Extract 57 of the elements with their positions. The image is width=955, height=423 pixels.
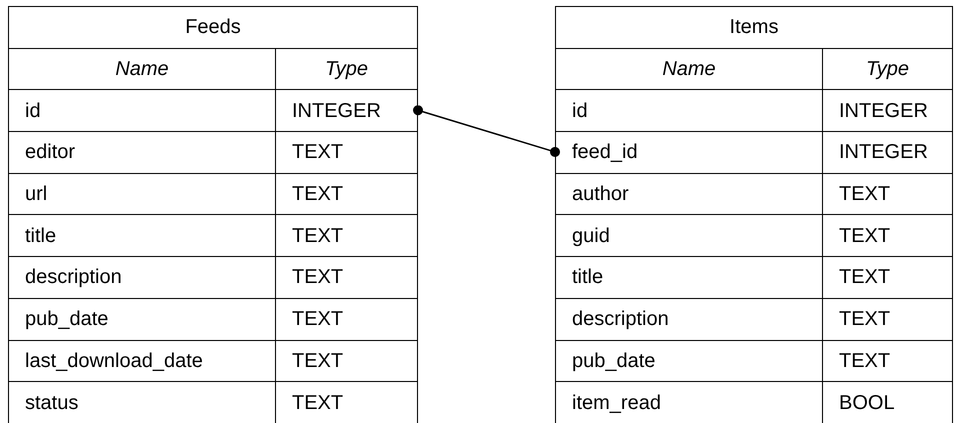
column-name: description bbox=[572, 307, 669, 332]
table-row bbox=[9, 298, 417, 340]
table-row bbox=[556, 132, 952, 174]
column-name: feed_id bbox=[572, 140, 638, 166]
column-type: BOOL bbox=[839, 390, 895, 416]
column-type: TEXT bbox=[292, 182, 344, 208]
column-header: Type bbox=[325, 57, 368, 82]
column-type: TEXT bbox=[292, 307, 344, 332]
column-type: TEXT bbox=[292, 265, 344, 290]
column-name: pub_date bbox=[25, 307, 108, 332]
column-name: title bbox=[572, 265, 604, 290]
table-row bbox=[556, 257, 952, 299]
column-type: TEXT bbox=[292, 348, 344, 374]
table-row bbox=[556, 215, 952, 258]
table-row bbox=[9, 257, 417, 299]
table-row bbox=[556, 90, 952, 132]
table-row bbox=[9, 174, 417, 216]
table-title: Items bbox=[730, 15, 778, 40]
table-row bbox=[556, 340, 952, 382]
column-name: status bbox=[25, 390, 78, 416]
column-type: TEXT bbox=[839, 265, 890, 290]
column-type: TEXT bbox=[292, 224, 344, 249]
table-row bbox=[556, 298, 952, 340]
column-name: title bbox=[25, 224, 56, 249]
table-title: Feeds bbox=[185, 15, 241, 40]
table-row bbox=[556, 174, 952, 216]
column-name: editor bbox=[25, 140, 76, 166]
column-header: Name bbox=[115, 57, 169, 82]
column-type: TEXT bbox=[839, 348, 890, 374]
table-row bbox=[9, 215, 417, 258]
column-name: item_read bbox=[572, 390, 661, 416]
column-type: INTEGER bbox=[839, 140, 928, 166]
column-type: TEXT bbox=[839, 224, 890, 249]
column-name: id bbox=[25, 98, 41, 124]
column-name: author bbox=[572, 182, 629, 208]
column-type: TEXT bbox=[292, 140, 344, 166]
column-name: guid bbox=[572, 224, 610, 249]
column-header: Name bbox=[662, 57, 716, 82]
table-row bbox=[9, 90, 417, 132]
header-row bbox=[9, 48, 417, 90]
column-type: INTEGER bbox=[839, 98, 928, 124]
column-name: id bbox=[572, 98, 588, 124]
database-table bbox=[8, 6, 418, 423]
column-name: last_download_date bbox=[25, 348, 203, 374]
database-table bbox=[555, 6, 953, 423]
table-row bbox=[9, 340, 417, 382]
table-row bbox=[9, 132, 417, 174]
column-name: pub_date bbox=[572, 348, 656, 374]
relationship-line bbox=[413, 105, 560, 157]
column-type: TEXT bbox=[839, 182, 890, 208]
column-type: TEXT bbox=[292, 390, 344, 416]
column-name: description bbox=[25, 265, 122, 290]
column-name: url bbox=[25, 182, 48, 208]
column-type: INTEGER bbox=[292, 98, 381, 124]
header-row bbox=[556, 48, 952, 90]
column-header: Type bbox=[866, 57, 909, 82]
column-type: TEXT bbox=[839, 307, 890, 332]
